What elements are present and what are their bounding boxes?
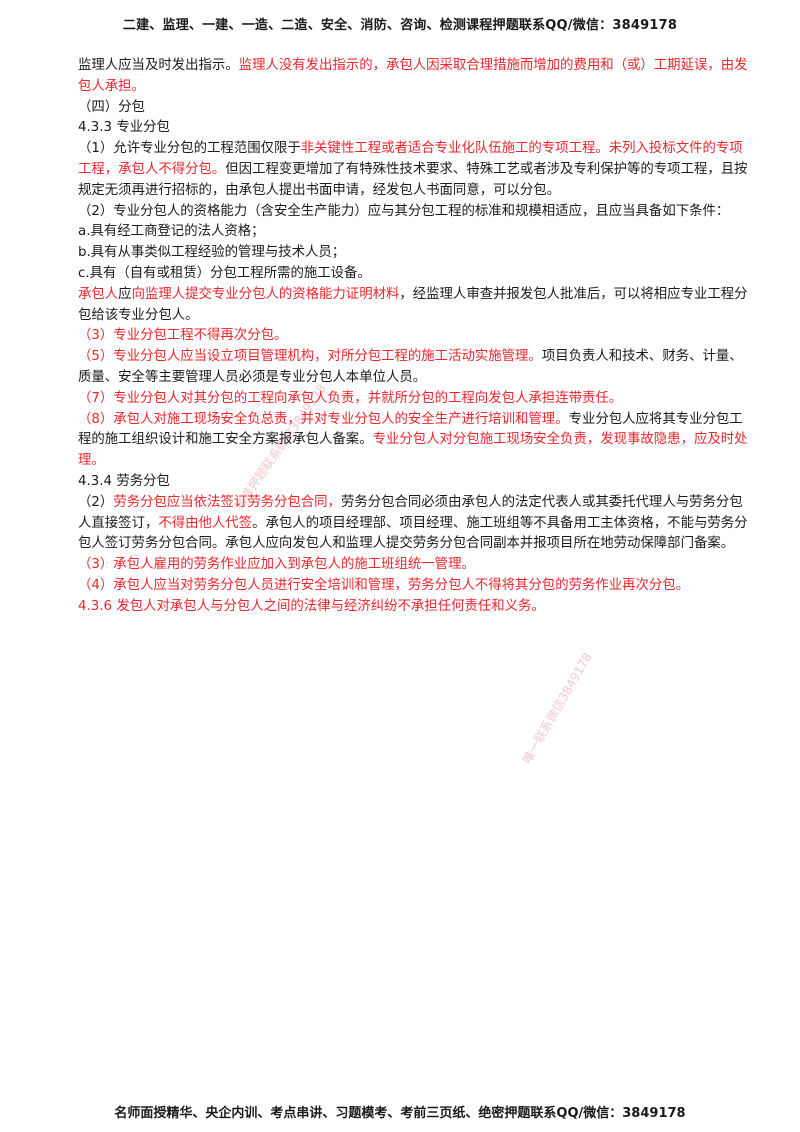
paragraph: c.具有（自有或租赁）分包工程所需的施工设备。 <box>78 264 748 285</box>
paragraph: 监理人应当及时发出指示。监理人没有发出指示的，承包人因采取合理措施而增加的费用和… <box>78 56 748 98</box>
paragraph: （2）劳务分包应当依法签订劳务分包合同，劳务分包合同必须由承包人的法定代表人或其… <box>78 493 748 555</box>
paragraph: （3）专业分包工程不得再次分包。 <box>78 326 748 347</box>
body-text: （2） <box>78 494 114 510</box>
body-text: 监理人应当及时发出指示。 <box>78 58 239 73</box>
body-text: 劳务分包合同必须由承包人的法定代表人或其委托代理人与劳务分包人直接签订， <box>78 494 743 531</box>
highlighted-text: 非关键性工程或者适合专业化队伍施工的专项工程。未列入投标文件的专项工程，承包人不… <box>78 141 743 177</box>
highlighted-text: 不得由他人代签 <box>158 515 253 531</box>
highlighted-text: 劳务分包应当依法签订劳务分包合同， <box>113 494 341 510</box>
body-text: 4.3.4 劳务分包 <box>78 473 170 489</box>
highlighted-text: 4.3.6 发包人对承包人与分包人之间的法律与经济纠纷不承担任何责任和义务。 <box>78 598 545 614</box>
body-text: c.具有（自有或租赁）分包工程所需的施工设备。 <box>78 265 371 281</box>
body-text: （2）专业分包人的资格能力（含安全生产能力）应与其分包工程的标准和规模相适应，且… <box>78 203 730 219</box>
highlighted-text: （3）专业分包工程不得再次分包。 <box>78 328 288 344</box>
highlighted-text: （3）承包人雇用的劳务作业应加入到承包人的施工班组统一管理。 <box>78 557 475 573</box>
paragraph: （8）承包人对施工现场安全负总责，并对专业分包人的安全生产进行培训和管理。专业分… <box>78 410 748 472</box>
body-text: （四）分包 <box>78 99 145 115</box>
page-header: 二建、监理、一建、一造、二造、安全、消防、咨询、检测课程押题联系QQ/微信：38… <box>122 18 678 33</box>
body-text: 专业分包人应将其专业分包工程的施工组织设计和施工安全方案报承包人备案。 <box>78 411 743 448</box>
paragraph: （四）分包 <box>78 98 748 119</box>
body-text: b.具有从事类似工程经验的管理与技术人员； <box>78 245 346 261</box>
paragraph: （7）专业分包人对其分包的工程向承包人负责，并就所分包的工程向发包人承担连带责任… <box>78 389 748 410</box>
highlighted-text: （8）承包人对施工现场安全负总责，并对专业分包人的安全生产进行培训和管理。 <box>78 411 569 427</box>
paragraph: （5）专业分包人应当设立项目管理机构，对所分包工程的施工活动实施管理。项目负责人… <box>78 347 748 389</box>
paragraph: 4.3.4 劳务分包 <box>78 472 748 493</box>
document-body: 监理人应当及时发出指示。监理人没有发出指示的，承包人因采取合理措施而增加的费用和… <box>78 56 748 618</box>
body-text: 。承包人的项目经理部、项目经理、施工班组等不具备用工主体资格，不能与劳务分包人签… <box>78 515 748 552</box>
paragraph: 承包人应向监理人提交专业分包人的资格能力证明材料，经监理人审查并报发包人批准后，… <box>78 285 748 327</box>
body-text: （1）允许专业分包的工程范围仅限于 <box>78 141 301 157</box>
paragraph: （1）允许专业分包的工程范围仅限于非关键性工程或者适合专业化队伍施工的专项工程。… <box>78 139 748 201</box>
body-text: ，经监理人审查并报发包人批准后，可以将相应专业工程分包给该专业分包人。 <box>78 286 748 323</box>
paragraph: b.具有从事类似工程经验的管理与技术人员； <box>78 243 748 264</box>
highlighted-text: （5）专业分包人应当设立项目管理机构，对所分包工程的施工活动实施管理。 <box>78 349 542 365</box>
highlighted-text: 承包人 <box>78 286 119 302</box>
highlighted-text: （7）专业分包人对其分包的工程向承包人负责，并就所分包的工程向发包人承担连带责任… <box>78 390 623 406</box>
watermark-2: 唯一联系微信3849178 <box>519 650 595 766</box>
body-text: 4.3.3 专业分包 <box>78 120 170 136</box>
paragraph: （4）承包人应当对劳务分包人员进行安全培训和管理，劳务分包人不得将其分包的劳务作… <box>78 576 748 597</box>
body-text: 项目负责人和技术、财务、计量、质量、安全等主要管理人员必须是专业分包人本单位人员… <box>78 349 743 385</box>
paragraph: 4.3.6 发包人对承包人与分包人之间的法律与经济纠纷不承担任何责任和义务。 <box>78 597 748 618</box>
paragraph: （2）专业分包人的资格能力（含安全生产能力）应与其分包工程的标准和规模相适应，且… <box>78 202 748 223</box>
paragraph: a.具有经工商登记的法人资格； <box>78 222 748 243</box>
body-text: 但因工程变更增加了有特殊性技术要求、特殊工艺或者涉及专利保护等的专项工程，且按规… <box>78 161 748 198</box>
paragraph: 4.3.3 专业分包 <box>78 118 748 139</box>
body-text: 应 <box>118 286 132 302</box>
highlighted-text: 专业分包人对分包施工现场安全负责，发现事故隐患，应及时处理。 <box>78 432 748 469</box>
highlighted-text: （4）承包人应当对劳务分包人员进行安全培训和管理，劳务分包人不得将其分包的劳务作… <box>78 577 690 593</box>
body-text: a.具有经工商登记的法人资格； <box>78 224 265 240</box>
highlighted-text: 向监理人提交专业分包人的资格能力证明材料 <box>131 286 400 302</box>
paragraph: （3）承包人雇用的劳务作业应加入到承包人的施工班组统一管理。 <box>78 555 748 576</box>
highlighted-text: 监理人没有发出指示的，承包人因采取合理措施而增加的费用和（或）工期延误，由发包人… <box>78 58 748 94</box>
page-footer: 名师面授精华、央企内训、考点串讲、习题模考、考前三页纸、绝密押题联系QQ/微信：… <box>114 1106 686 1121</box>
